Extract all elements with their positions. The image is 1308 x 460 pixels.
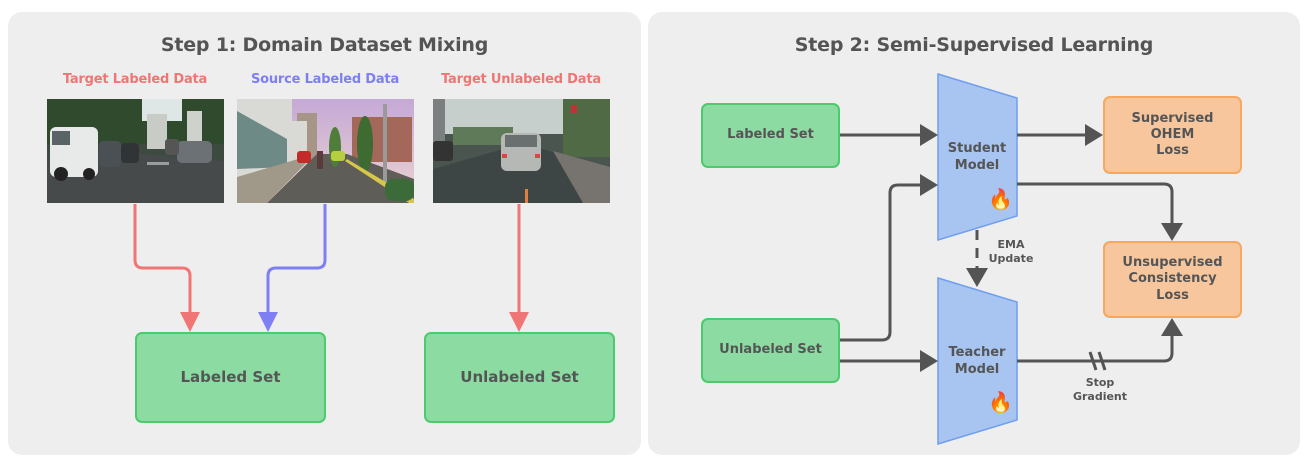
- teacher-to-unsupervised-line: [1017, 334, 1174, 363]
- teacher-model-label-1: Teacher: [949, 345, 1007, 360]
- target-labeled-image: [47, 99, 224, 203]
- teacher-to-unsupervised-arrowhead: [1161, 318, 1183, 336]
- student-model-label-1: Student: [948, 141, 1006, 156]
- labeled-to-student-arrowhead: [920, 124, 938, 146]
- source-labeled-arrowhead: [258, 312, 278, 332]
- ema-update-label: EMA Update: [986, 238, 1036, 267]
- stop-gradient-label: Stop Gradient: [1072, 376, 1128, 405]
- step1-unlabeled-set: Unlabeled Set: [424, 332, 615, 423]
- stop-gradient-mark-1: [1088, 351, 1098, 371]
- source-labeled-arrow: [266, 204, 327, 316]
- teacher-model-shape: [937, 276, 1018, 446]
- source-labeled-label: Source Labeled Data: [250, 72, 400, 87]
- step2-labeled-set: Labeled Set: [701, 103, 840, 168]
- supervised-loss-line1: Supervised: [1131, 110, 1214, 126]
- student-to-unsupervised-arrowhead: [1161, 223, 1183, 241]
- supervised-loss-line2: OHEM: [1150, 126, 1195, 142]
- source-labeled-image: [237, 99, 414, 203]
- target-labeled-arrowhead: [180, 312, 200, 332]
- unsupervised-loss-line3: Loss: [1156, 287, 1189, 303]
- stop-label-line2: Gradient: [1072, 390, 1128, 404]
- target-unlabeled-image: [433, 99, 610, 203]
- student-fire-icon: 🔥: [988, 187, 1013, 211]
- teacher-model-label-2: Model: [955, 362, 999, 377]
- target-unlabeled-arrowhead: [509, 312, 529, 332]
- stop-label-line1: Stop: [1085, 376, 1115, 389]
- unsupervised-consistency-loss: Unsupervised Consistency Loss: [1103, 241, 1242, 318]
- target-labeled-label: Target Labeled Data: [62, 72, 208, 87]
- target-unlabeled-label: Target Unlabeled Data: [441, 72, 601, 87]
- step1-labeled-set: Labeled Set: [135, 332, 326, 423]
- stop-gradient-mark-2: [1097, 351, 1107, 371]
- ema-arrowhead: [966, 268, 988, 287]
- unlabeled-to-student-arrowhead: [920, 174, 938, 196]
- target-labeled-arrow: [133, 204, 192, 316]
- ema-label-line2: Update: [988, 252, 1034, 266]
- ema-label-line1: EMA: [997, 238, 1025, 251]
- student-model-shape: [937, 72, 1018, 242]
- unsupervised-loss-line1: Unsupervised: [1122, 255, 1223, 271]
- student-to-unsupervised-line: [1017, 182, 1174, 225]
- supervised-ohem-loss: Supervised OHEM Loss: [1103, 96, 1242, 174]
- teacher-fire-icon: 🔥: [988, 390, 1013, 414]
- step2-title: Step 2: Semi-Supervised Learning: [794, 34, 1154, 56]
- unlabeled-to-teacher-arrowhead: [920, 350, 938, 372]
- step1-title: Step 1: Domain Dataset Mixing: [160, 34, 489, 56]
- unsupervised-loss-line2: Consistency: [1128, 271, 1217, 287]
- supervised-loss-line3: Loss: [1156, 143, 1189, 159]
- step2-unlabeled-set: Unlabeled Set: [701, 318, 840, 383]
- unlabeled-to-student-line: [840, 183, 922, 342]
- student-to-supervised-arrowhead: [1085, 124, 1103, 146]
- student-model-label-2: Model: [955, 158, 999, 173]
